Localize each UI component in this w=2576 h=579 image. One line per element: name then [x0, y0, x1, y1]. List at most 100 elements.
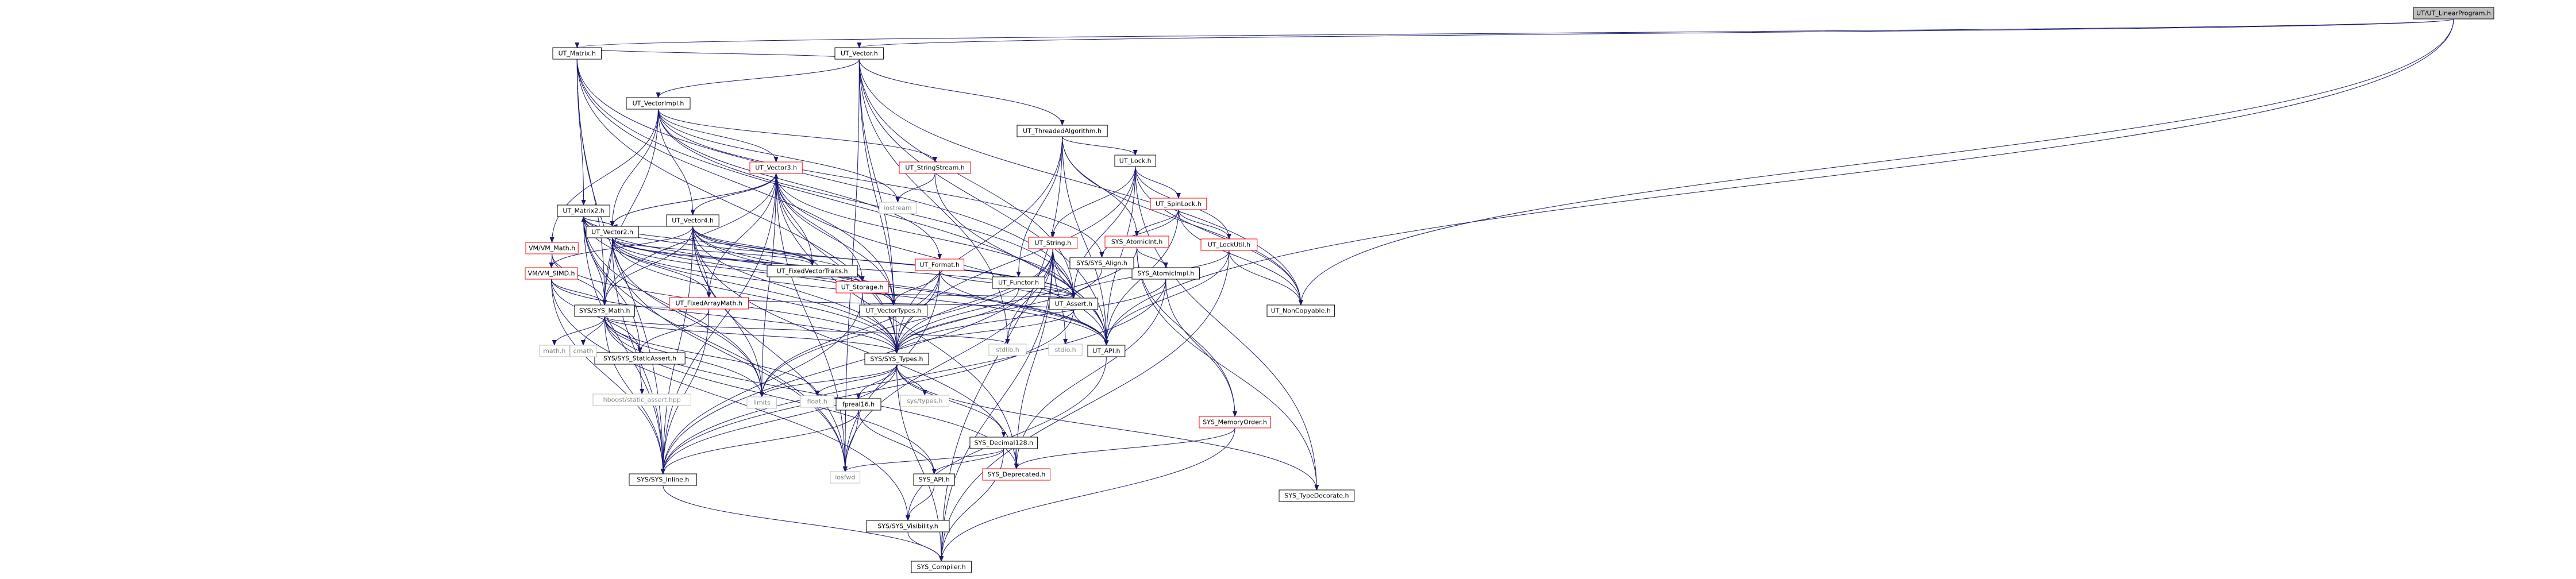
edge-sysmath-to-cmath	[581, 316, 605, 346]
node-vector2[interactable]: UT_Vector2.h	[586, 226, 639, 238]
edge-sysapi-to-visibility	[906, 485, 935, 521]
node-label: UT_VectorImpl.h	[633, 100, 684, 107]
edge-fixedarraymath-to-staticassert	[637, 308, 710, 353]
edge-fpreal16-to-sysapi	[858, 410, 937, 474]
node-box	[1028, 237, 1078, 249]
node-label: float.h	[807, 398, 827, 406]
node-box	[915, 258, 965, 271]
node-matrix[interactable]: UT_Matrix.h	[552, 47, 602, 60]
node-matrix2[interactable]: UT_Matrix2.h	[557, 204, 610, 217]
node-label: UT_String.h	[1035, 240, 1072, 247]
node-fixedvectortraits[interactable]: UT_FixedVectorTraits.h	[767, 265, 858, 277]
node-spinlock[interactable]: UT_SpinLock.h	[1150, 198, 1207, 210]
node-box	[767, 265, 858, 277]
node-vectorimpl[interactable]: UT_VectorImpl.h	[626, 97, 691, 110]
edge-vector3-to-sysmath	[602, 173, 777, 306]
edge-vector4-to-fixedvectortraits	[692, 226, 815, 266]
node-box	[1150, 198, 1207, 210]
node-string[interactable]: UT_String.h	[1028, 237, 1078, 249]
node-sysmath[interactable]: SYS/SYS_Math.h	[574, 304, 635, 317]
node-noncopyable[interactable]: UT_NonCopyable.h	[1266, 304, 1335, 317]
edge-threaded-to-lock	[1062, 136, 1138, 156]
node-vector[interactable]: UT_Vector.h	[834, 47, 884, 60]
edge-spinlock-to-sysalign	[1099, 209, 1179, 258]
node-label: UT/UT_LinearProgram.h	[2416, 10, 2491, 17]
edge-lock-to-string	[1050, 166, 1136, 238]
node-compiler[interactable]: SYS_Compiler.h	[911, 561, 972, 573]
node-format[interactable]: UT_Format.h	[915, 258, 965, 271]
node-box	[879, 202, 917, 214]
node-vector4[interactable]: UT_Vector4.h	[666, 214, 719, 227]
edge-lock-to-systypes	[894, 166, 1136, 354]
node-stdio: stdio.h	[1048, 343, 1083, 356]
node-label: hboost/static_assert.hpp	[603, 396, 681, 404]
node-typedecorate[interactable]: SYS_TypeDecorate.h	[1279, 489, 1355, 502]
node-systypes[interactable]: SYS/SYS_Types.h	[864, 353, 929, 365]
node-visibility[interactable]: SYS/SYS_Visibility.h	[866, 520, 950, 532]
node-box	[834, 47, 884, 60]
edge-sysalign-to-systypes	[894, 268, 1102, 354]
node-vectortypes[interactable]: UT_VectorTypes.h	[859, 304, 928, 317]
node-label: SYS/SYS_StaticAssert.h	[603, 355, 676, 362]
node-cmath: cmath	[569, 345, 597, 357]
edge-vector3-to-sysinline	[660, 173, 777, 474]
node-utassert[interactable]: UT_Assert.h	[1049, 298, 1099, 310]
edge-vector-to-vectortypes	[858, 59, 896, 306]
node-label: SYS_API.h	[919, 476, 950, 484]
node-functor[interactable]: UT_Functor.h	[992, 276, 1045, 289]
node-label: cmath	[573, 348, 594, 355]
node-label: UT_Lock.h	[1119, 157, 1152, 165]
edge-vector4-to-utassert	[692, 226, 1076, 299]
edge-format-to-iosfwd	[842, 270, 940, 472]
edge-lock-to-typedecorate	[1135, 166, 1319, 491]
edge-sysmath-to-stdlib	[604, 316, 1010, 345]
node-box	[866, 520, 950, 532]
node-label: UT_SpinLock.h	[1156, 200, 1202, 208]
node-vector3[interactable]: UT_Vector3.h	[749, 161, 803, 174]
node-atomicimpl[interactable]: SYS_AtomicImpl.h	[1131, 267, 1200, 280]
node-vmmath[interactable]: VM/VM_Math.h	[525, 242, 579, 254]
node-stringstream[interactable]: UT_StringStream.h	[899, 161, 971, 174]
edge-functor-to-utassert	[1018, 288, 1076, 299]
node-sysalign[interactable]: SYS/SYS_Align.h	[1069, 257, 1134, 269]
edge-staticassert-to-boostsa	[640, 364, 645, 395]
edge-matrix-to-vectortypes	[576, 59, 896, 306]
node-lock[interactable]: UT_Lock.h	[1114, 155, 1156, 167]
edge-vmsimd-to-sysmath	[551, 279, 607, 306]
node-deprecated[interactable]: SYS_Deprecated.h	[982, 468, 1051, 481]
node-box	[969, 437, 1038, 449]
node-label: SYS_AtomicImpl.h	[1137, 270, 1194, 277]
node-label: UT_ThreadedAlgorithm.h	[1023, 128, 1102, 135]
edge-vector-to-noncopyable	[858, 59, 1303, 306]
node-memorder[interactable]: SYS_MemoryOrder.h	[1199, 416, 1271, 429]
node-staticassert[interactable]: SYS/SYS_StaticAssert.h	[594, 352, 686, 365]
node-fpreal16[interactable]: fpreal16.h	[835, 398, 881, 411]
node-label: SYS/SYS_Visibility.h	[877, 523, 938, 530]
node-label: UT_Vector2.h	[591, 229, 633, 236]
node-threaded[interactable]: UT_ThreadedAlgorithm.h	[1016, 125, 1108, 137]
node-stdlib: stdlib.h	[988, 343, 1027, 356]
edge-spinlock-to-lockutil	[1178, 209, 1231, 240]
node-atomicint[interactable]: SYS_AtomicInt.h	[1104, 236, 1169, 248]
node-lockutil[interactable]: UT_LockUtil.h	[1200, 238, 1258, 251]
node-decimal128[interactable]: SYS_Decimal128.h	[969, 437, 1038, 449]
node-label: UT_Storage.h	[841, 284, 884, 291]
node-sysapi[interactable]: SYS_API.h	[913, 473, 955, 486]
edge-systypes-to-sysinline	[660, 364, 897, 474]
edge-threaded-to-functor	[1016, 136, 1063, 277]
edge-matrix-to-matrix2	[576, 59, 586, 206]
node-utapi[interactable]: UT_API.h	[1087, 345, 1126, 357]
node-fixedarraymath[interactable]: UT_FixedArrayMath.h	[669, 297, 749, 310]
edge-matrix2-to-fixedvectortraits	[583, 216, 815, 266]
node-sysinline[interactable]: SYS/SYS_Inline.h	[629, 473, 698, 486]
edge-vector2-to-limits	[612, 237, 764, 397]
node-box	[1016, 125, 1108, 137]
node-storage[interactable]: UT_Storage.h	[835, 281, 889, 294]
node-label: UT_Functor.h	[998, 279, 1039, 287]
node-vmsimd[interactable]: VM/VM_SIMD.h	[525, 267, 578, 280]
edge-lock-to-utassert	[1071, 166, 1136, 299]
edge-vectorimpl-to-iostream	[658, 109, 900, 203]
node-box	[557, 204, 610, 217]
node-root: UT/UT_LinearProgram.h	[2413, 7, 2494, 20]
